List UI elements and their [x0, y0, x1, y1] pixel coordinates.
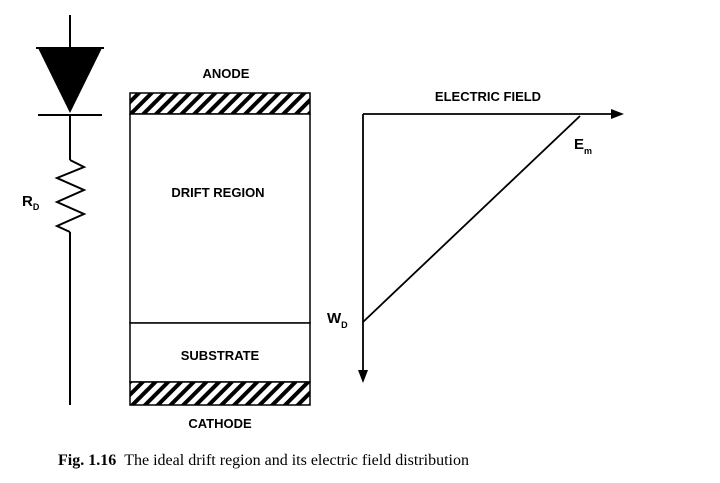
- electric-field-plot: ELECTRIC FIELD Em WD: [327, 89, 624, 383]
- cathode-label: CATHODE: [188, 416, 252, 431]
- drift-region-box: [129, 113, 311, 324]
- figure-caption-text: The ideal drift region and its electric …: [124, 452, 469, 469]
- resistor-zigzag: [54, 159, 87, 233]
- anode-label: ANODE: [203, 66, 250, 81]
- drift-region-label: DRIFT REGION: [171, 185, 264, 200]
- device-structure: ANODE DRIFT REGION SUBSTRATE CATHODE: [129, 66, 311, 431]
- substrate-label: SUBSTRATE: [181, 348, 260, 363]
- depth-axis-arrowhead: [358, 370, 368, 383]
- anode-contact-hatch: [129, 92, 311, 115]
- figure-caption: Fig. 1.16 The ideal drift region and its …: [58, 452, 469, 470]
- substrate-box: [129, 322, 311, 383]
- electric-field-label: ELECTRIC FIELD: [435, 89, 541, 104]
- diode-triangle: [38, 48, 102, 113]
- em-label: Em: [574, 136, 592, 156]
- field-profile-line: [362, 115, 581, 323]
- wd-label: WD: [327, 310, 348, 330]
- circuit-symbol: RD: [22, 15, 104, 405]
- figure-number: Fig. 1.16: [58, 452, 117, 469]
- resistor-label: RD: [22, 193, 40, 212]
- field-axis-arrowhead: [611, 109, 624, 119]
- cathode-contact-hatch: [129, 381, 311, 406]
